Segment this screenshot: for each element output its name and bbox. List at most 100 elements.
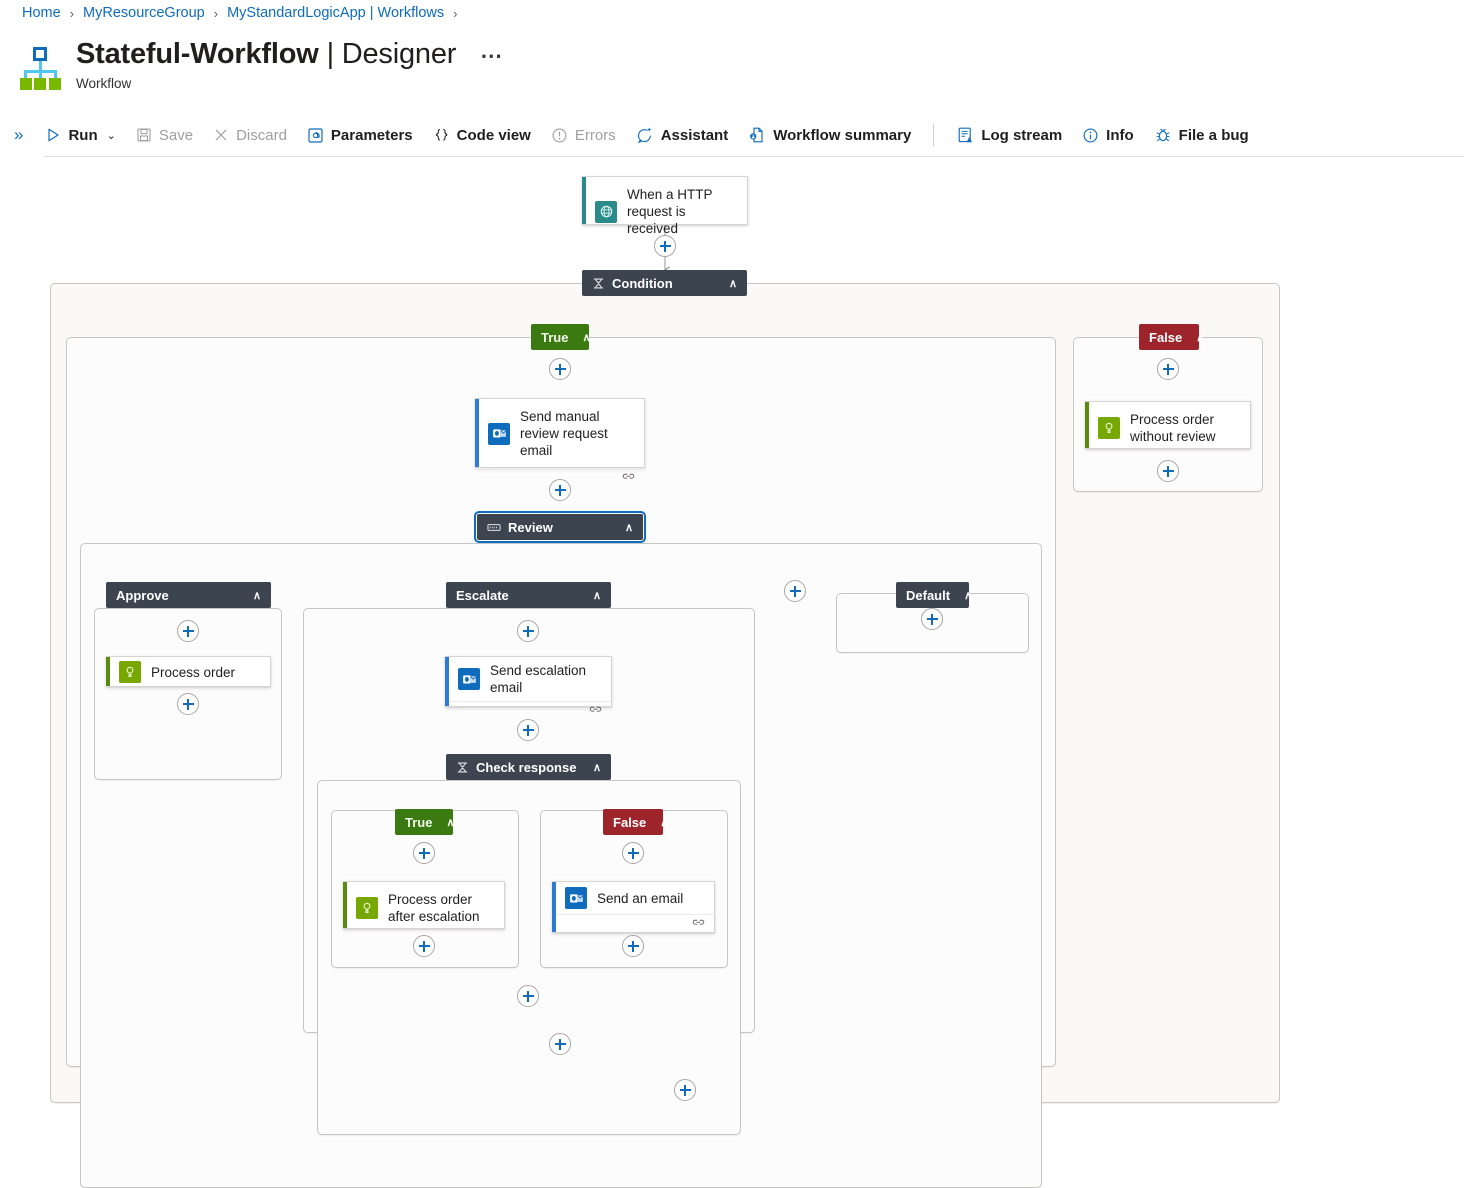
connection-link-icon bbox=[692, 915, 705, 933]
condition-node-check-response[interactable]: Check response ∧ bbox=[446, 754, 611, 780]
add-action-check-true-bottom-button[interactable] bbox=[413, 935, 435, 957]
action-card-send-an-email[interactable]: Send an email bbox=[552, 881, 715, 933]
action-label: Process order after escalation bbox=[388, 892, 480, 924]
run-button[interactable]: Run ⌄ bbox=[35, 123, 125, 148]
outlook-icon bbox=[488, 422, 510, 445]
action-label: Send manual review request email bbox=[520, 409, 608, 458]
add-action-after-trigger-button[interactable] bbox=[654, 235, 676, 257]
branch-chip-check-response-false[interactable]: False ∧ bbox=[603, 809, 668, 835]
condition-node[interactable]: Condition ∧ bbox=[582, 270, 747, 296]
file-a-bug-label: File a bug bbox=[1178, 126, 1249, 144]
collapse-chevron-icon[interactable]: ∧ bbox=[1196, 331, 1205, 344]
summary-doc-icon bbox=[748, 126, 766, 144]
discard-button[interactable]: Discard bbox=[203, 123, 297, 148]
add-action-true-branch-bottom-button[interactable] bbox=[549, 1033, 571, 1055]
info-label: Info bbox=[1106, 126, 1134, 144]
action-label: Process order without review bbox=[1130, 412, 1216, 444]
branch-chip-false[interactable]: False ∧ bbox=[1139, 324, 1204, 350]
log-stream-button[interactable]: Log stream bbox=[946, 122, 1072, 148]
add-action-check-true-top-button[interactable] bbox=[413, 842, 435, 864]
add-action-approve-top-button[interactable] bbox=[177, 620, 199, 642]
file-a-bug-button[interactable]: File a bug bbox=[1144, 122, 1259, 148]
collapse-chevron-icon[interactable]: ∧ bbox=[624, 521, 633, 534]
case-chip-approve[interactable]: Approve ∧ bbox=[106, 582, 271, 608]
control-icon bbox=[119, 661, 141, 683]
save-button[interactable]: Save bbox=[126, 123, 203, 148]
action-accent-bar bbox=[552, 882, 556, 932]
add-action-false-branch-top-button[interactable] bbox=[1157, 358, 1179, 380]
switch-node-review[interactable]: Review ∧ bbox=[474, 511, 646, 543]
add-action-workflow-end-button[interactable] bbox=[674, 1079, 696, 1101]
breadcrumb-item-logic-app[interactable]: MyStandardLogicApp | Workflows bbox=[227, 5, 445, 21]
add-action-check-false-top-button[interactable] bbox=[622, 842, 644, 864]
case-chip-default[interactable]: Default ∧ bbox=[896, 582, 973, 608]
add-switch-case-button[interactable] bbox=[784, 580, 806, 602]
designer-canvas[interactable]: When a HTTP request is received Conditio… bbox=[0, 158, 1464, 1188]
add-action-escalate-top-button[interactable] bbox=[517, 620, 539, 642]
save-icon bbox=[136, 127, 152, 143]
sparkle-chat-icon bbox=[636, 126, 654, 144]
action-accent-bar bbox=[343, 882, 347, 928]
log-stream-label: Log stream bbox=[981, 126, 1063, 144]
workflow-icon bbox=[20, 46, 62, 90]
errors-button[interactable]: Errors bbox=[541, 123, 626, 148]
action-card-send-manual-review-request-email[interactable]: Send manual review request email bbox=[475, 398, 645, 479]
control-icon bbox=[356, 897, 378, 919]
expand-chevrons-icon[interactable]: » bbox=[14, 125, 24, 144]
page-subtitle: Workflow bbox=[76, 76, 132, 91]
add-action-escalate-bottom-button[interactable] bbox=[517, 985, 539, 1007]
parameters-button[interactable]: Parameters bbox=[297, 123, 423, 148]
switch-label: Review bbox=[508, 519, 553, 535]
condition-icon bbox=[592, 277, 605, 290]
http-request-icon bbox=[595, 200, 617, 223]
action-card-send-escalation-email[interactable]: Send escalation email bbox=[445, 656, 612, 712]
action-accent-bar bbox=[475, 399, 479, 467]
collapse-chevron-icon[interactable]: ∧ bbox=[660, 816, 669, 829]
action-card-process-order-without-review[interactable]: Process order without review bbox=[1085, 401, 1251, 449]
branch-chip-check-response-true[interactable]: True ∧ bbox=[395, 809, 455, 835]
toolbar-divider bbox=[933, 124, 935, 146]
add-action-true-branch-top-button[interactable] bbox=[549, 358, 571, 380]
trigger-label: When a HTTP request is received bbox=[627, 187, 713, 236]
action-card-process-order-after-escalation[interactable]: Process order after escalation bbox=[343, 881, 505, 929]
add-action-approve-bottom-button[interactable] bbox=[177, 693, 199, 715]
breadcrumb-item-home[interactable]: Home bbox=[22, 5, 61, 21]
branch-false-label: False bbox=[1149, 329, 1183, 345]
log-stream-icon bbox=[956, 126, 974, 144]
collapse-chevron-icon[interactable]: ∧ bbox=[252, 589, 261, 602]
action-label: Send escalation email bbox=[490, 663, 587, 695]
trigger-card-http-request[interactable]: When a HTTP request is received bbox=[582, 176, 748, 236]
chevron-down-icon[interactable]: ⌄ bbox=[106, 129, 116, 142]
collapse-chevron-icon[interactable]: ∧ bbox=[592, 589, 601, 602]
info-button[interactable]: Info bbox=[1072, 123, 1144, 148]
collapse-chevron-icon[interactable]: ∧ bbox=[582, 331, 591, 344]
collapse-chevron-icon[interactable]: ∧ bbox=[592, 761, 601, 774]
more-options-icon[interactable]: ⋯ bbox=[480, 43, 503, 68]
case-chip-escalate[interactable]: Escalate ∧ bbox=[446, 582, 611, 608]
control-icon bbox=[1098, 417, 1120, 439]
add-action-check-false-bottom-button[interactable] bbox=[622, 935, 644, 957]
code-view-button[interactable]: Code view bbox=[423, 123, 541, 148]
branch-true-label: True bbox=[541, 329, 569, 345]
collapse-chevron-icon[interactable]: ∧ bbox=[446, 816, 455, 829]
run-label: Run bbox=[68, 126, 98, 144]
add-action-after-escalation-email-button[interactable] bbox=[517, 719, 539, 741]
branch-chip-true[interactable]: True ∧ bbox=[531, 324, 591, 350]
add-action-after-manual-review-button[interactable] bbox=[549, 479, 571, 501]
collapse-chevron-icon[interactable]: ∧ bbox=[964, 589, 973, 602]
add-action-default-case-button[interactable] bbox=[921, 608, 943, 630]
action-card-process-order[interactable]: Process order bbox=[106, 656, 271, 687]
action-label: Send an email bbox=[597, 890, 684, 906]
breadcrumb-separator: › bbox=[69, 5, 75, 21]
breadcrumb-item-resource-group[interactable]: MyResourceGroup bbox=[83, 5, 205, 21]
add-action-false-branch-bottom-button[interactable] bbox=[1157, 460, 1179, 482]
switch-icon bbox=[487, 522, 501, 533]
assistant-button[interactable]: Assistant bbox=[626, 122, 739, 148]
bug-icon bbox=[1154, 126, 1172, 144]
collapse-chevron-icon[interactable]: ∧ bbox=[728, 277, 737, 290]
workflow-summary-button[interactable]: Workflow summary bbox=[738, 122, 921, 148]
page-title-row: Stateful-Workflow | Designer ⋯ Workflow bbox=[20, 36, 502, 91]
breadcrumb-separator: › bbox=[213, 5, 219, 21]
case-escalate-label: Escalate bbox=[456, 587, 509, 603]
code-view-label: Code view bbox=[456, 126, 531, 144]
